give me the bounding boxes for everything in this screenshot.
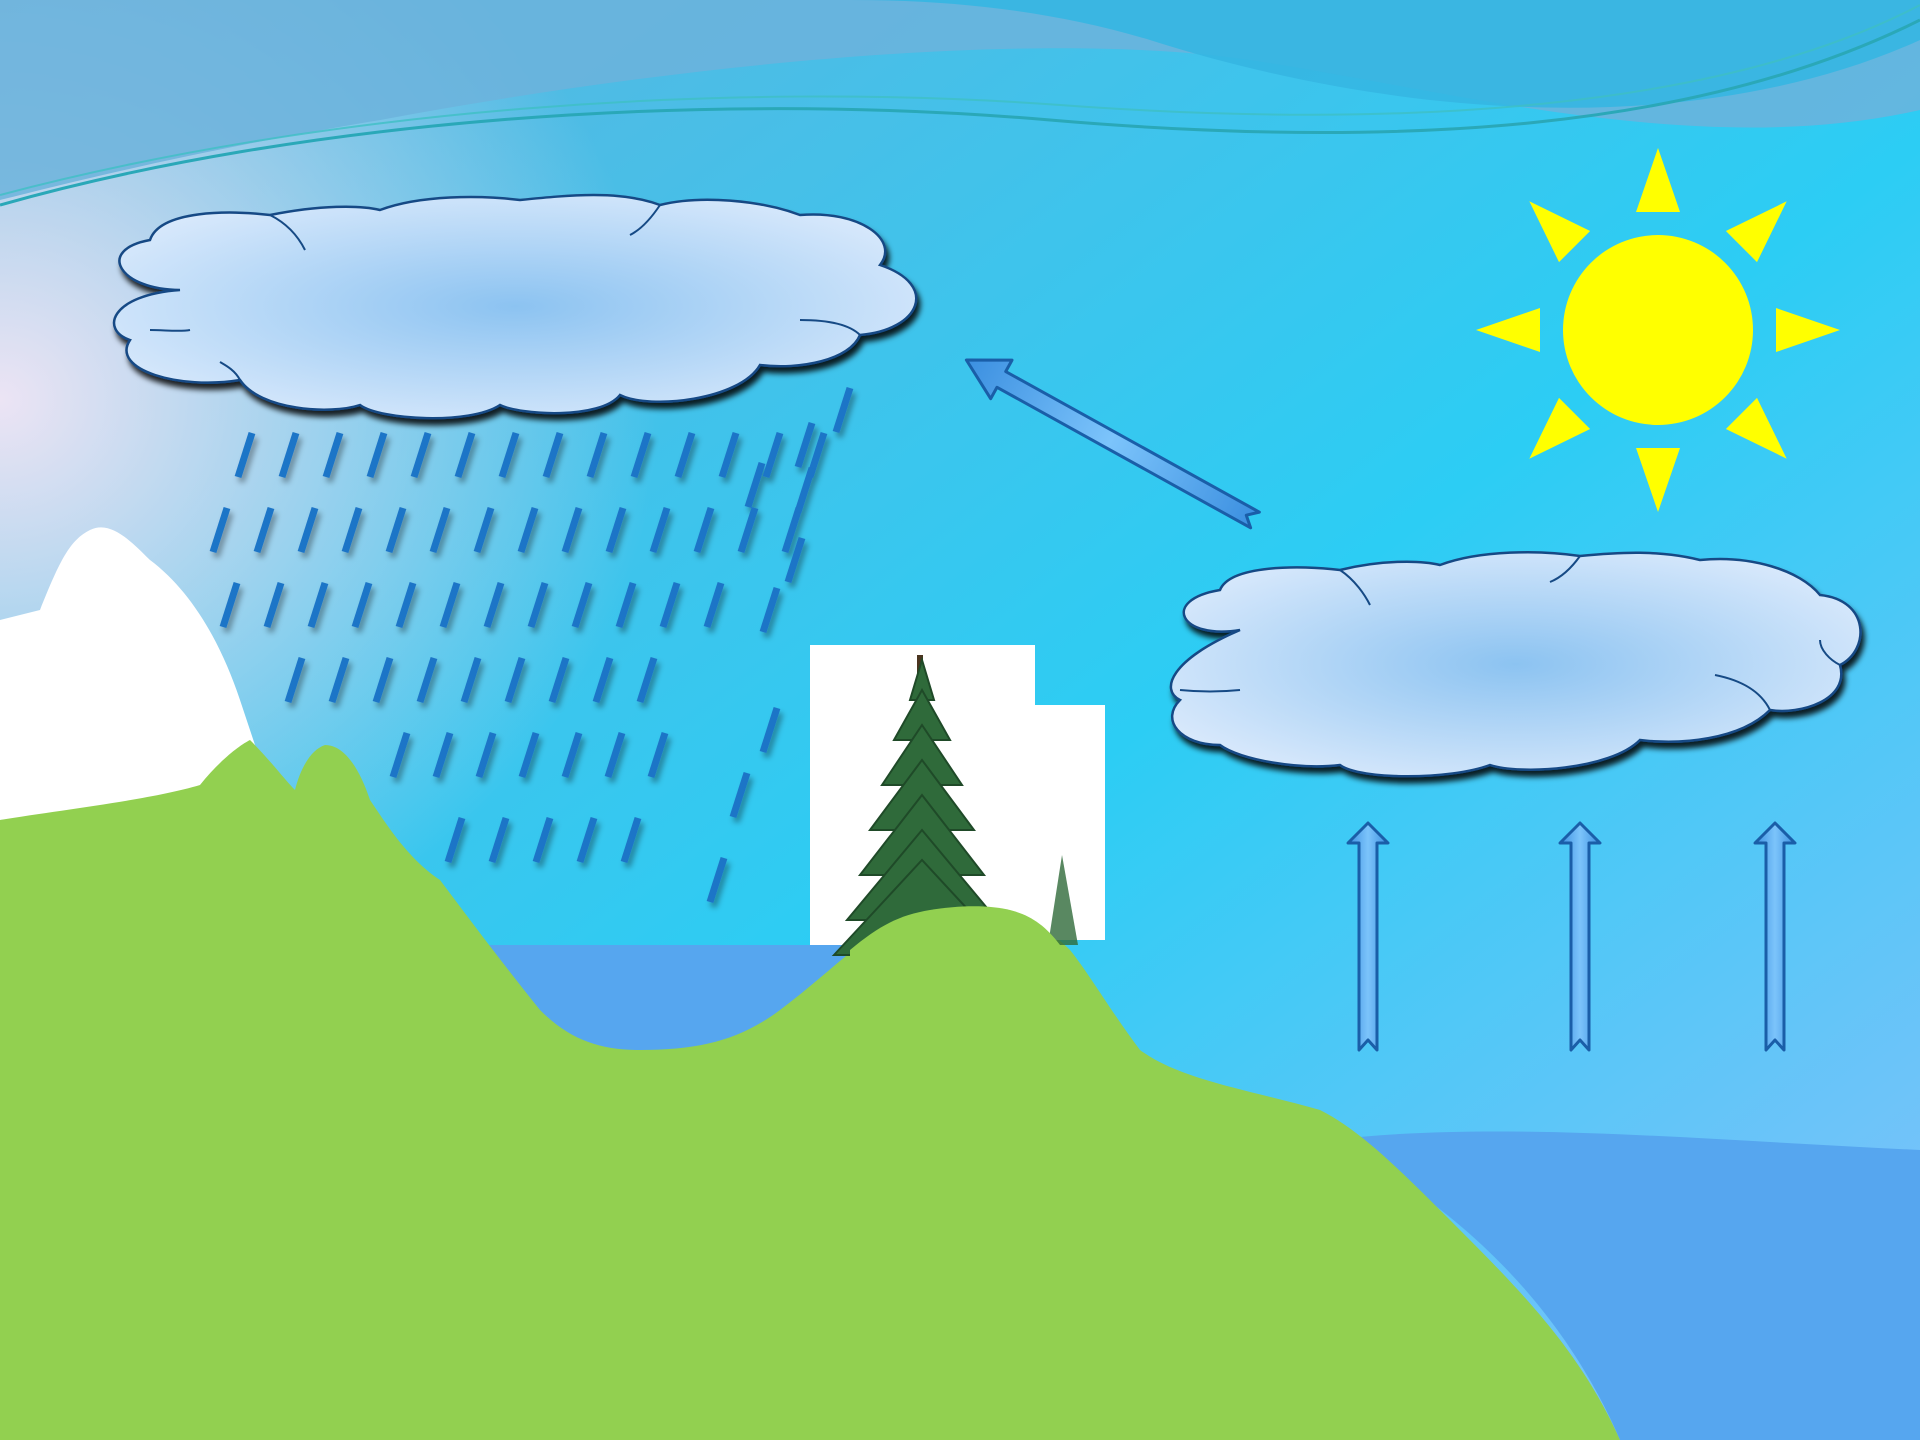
sun-disc — [1563, 235, 1753, 425]
sun — [1476, 148, 1840, 512]
